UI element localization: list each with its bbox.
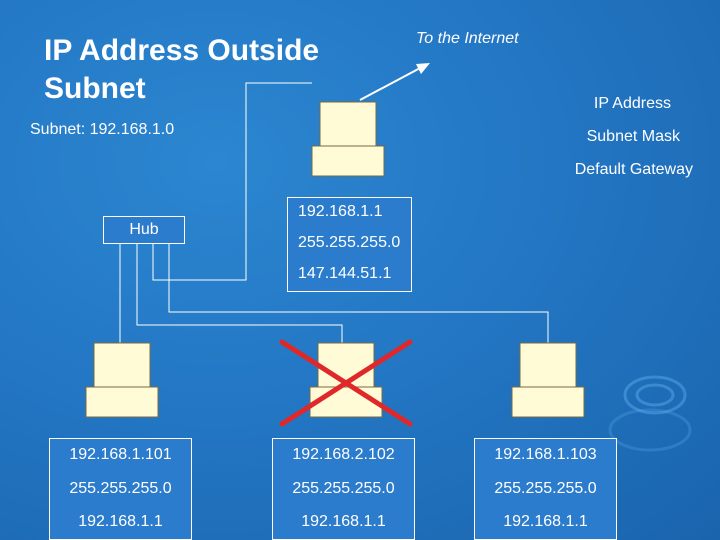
host-config-box-1: 192.168.1.101 255.255.255.0 192.168.1.1 bbox=[49, 438, 192, 540]
title-line-1: IP Address Outside bbox=[44, 34, 320, 67]
title-line-2: Subnet bbox=[44, 72, 146, 105]
host-2-ip: 192.168.2.102 bbox=[292, 446, 395, 463]
host-computer-icon-1 bbox=[85, 342, 159, 418]
host-computer-icon-2 bbox=[309, 342, 383, 418]
router-ip: 192.168.1.1 bbox=[298, 203, 383, 220]
router-link bbox=[152, 82, 312, 281]
subnet-label: Subnet: 192.168.1.0 bbox=[30, 121, 175, 138]
cross-mark bbox=[279, 339, 413, 427]
host-1-ip: 192.168.1.101 bbox=[69, 446, 172, 463]
host-1-gateway: 192.168.1.1 bbox=[78, 513, 163, 530]
host-3-gateway: 192.168.1.1 bbox=[503, 513, 588, 530]
router-config-box: 192.168.1.1 255.255.255.0 147.144.51.1 bbox=[287, 197, 412, 292]
internet-arrow bbox=[359, 66, 423, 101]
internet-arrowhead bbox=[416, 63, 430, 74]
host-1-mask: 255.255.255.0 bbox=[69, 480, 172, 497]
router-gateway: 147.144.51.1 bbox=[298, 265, 392, 282]
host-3-ip: 192.168.1.103 bbox=[494, 446, 597, 463]
router-mask: 255.255.255.0 bbox=[298, 234, 401, 251]
host-3-mask: 255.255.255.0 bbox=[494, 480, 597, 497]
legend-default-gateway: Default Gateway bbox=[574, 161, 693, 178]
host-config-box-2: 192.168.2.102 255.255.255.0 192.168.1.1 bbox=[272, 438, 415, 540]
hub-box: Hub bbox=[103, 216, 185, 244]
legend-ip-address: IP Address bbox=[593, 95, 671, 112]
link-host-2 bbox=[136, 244, 343, 343]
internet-label: To the Internet bbox=[416, 30, 519, 47]
link-host-3 bbox=[168, 244, 549, 343]
slide-title: IP Address Outside Subnet bbox=[44, 32, 319, 108]
host-config-box-3: 192.168.1.103 255.255.255.0 192.168.1.1 bbox=[474, 438, 617, 540]
ripple-decoration bbox=[608, 375, 692, 452]
router-computer-icon bbox=[311, 101, 385, 177]
host-2-gateway: 192.168.1.1 bbox=[301, 513, 386, 530]
host-2-mask: 255.255.255.0 bbox=[292, 480, 395, 497]
host-computer-icon-3 bbox=[511, 342, 585, 418]
legend-subnet-mask: Subnet Mask bbox=[586, 128, 680, 145]
